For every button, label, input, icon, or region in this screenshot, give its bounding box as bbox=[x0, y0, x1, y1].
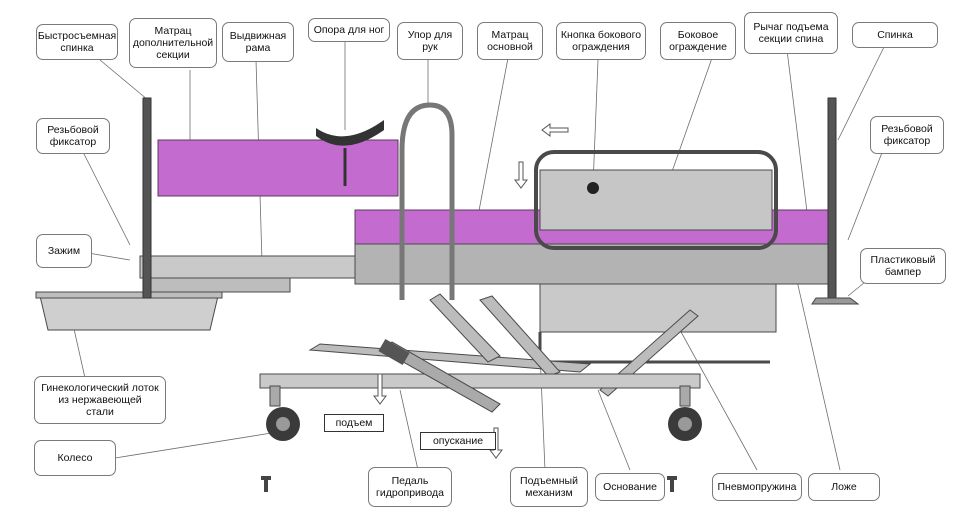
tag-down: опускание bbox=[420, 432, 496, 450]
label-base: Основание bbox=[595, 473, 665, 501]
label-clamp: Зажим bbox=[36, 234, 92, 268]
label-gyn-tray: Гинекологический лоток из нержавеющей ст… bbox=[34, 376, 166, 424]
bed-frame-shape bbox=[354, 243, 836, 285]
label-leg-support: Опора для ног bbox=[308, 18, 390, 42]
label-side-rail: Боковое ограждение bbox=[660, 22, 736, 60]
arm-rest-shape bbox=[399, 102, 455, 300]
label-mattress-main: Матрац основной bbox=[477, 22, 543, 60]
leg-support-shape bbox=[316, 120, 384, 186]
leader-lines bbox=[71, 40, 886, 471]
label-lift-mechanism: Подъемный механизм bbox=[510, 467, 588, 507]
label-arm-rest: Упор для рук bbox=[397, 22, 463, 60]
bolt-icons bbox=[261, 476, 677, 492]
direction-arrows bbox=[373, 123, 569, 459]
base-shape bbox=[259, 373, 701, 407]
side-rail-shape bbox=[534, 150, 778, 250]
label-bed: Ложе bbox=[808, 473, 880, 501]
label-thread-lock-left: Резьбовой фиксатор bbox=[36, 118, 110, 154]
wheel-shapes bbox=[266, 407, 702, 441]
label-backrest: Спинка bbox=[852, 22, 938, 48]
label-quick-back: Быстросъемная спинка bbox=[36, 24, 118, 60]
gyn-tray-shape bbox=[35, 291, 223, 331]
sliding-frame-shape bbox=[139, 255, 361, 293]
hydraulic-pedal-shape bbox=[378, 338, 501, 413]
label-hydraulic-pedal: Педаль гидропривода bbox=[368, 467, 452, 507]
label-thread-lock-right: Резьбовой фиксатор bbox=[870, 116, 944, 154]
tag-up: подъем bbox=[324, 414, 384, 432]
label-sliding-frame: Выдвижная рама bbox=[222, 22, 294, 62]
label-plastic-bumper: Пластиковый бампер bbox=[860, 248, 946, 284]
label-rail-button: Кнопка бокового ограждения bbox=[556, 22, 646, 60]
label-back-lever: Рычаг подъема секции спина bbox=[744, 12, 838, 54]
back-posts bbox=[142, 97, 860, 305]
label-gas-spring: Пневмопружина bbox=[712, 473, 802, 501]
label-mattress-extra: Матрац дополнительной секции bbox=[129, 18, 217, 68]
label-wheel: Колесо bbox=[34, 440, 116, 476]
extra-mattress-shape bbox=[157, 139, 399, 197]
